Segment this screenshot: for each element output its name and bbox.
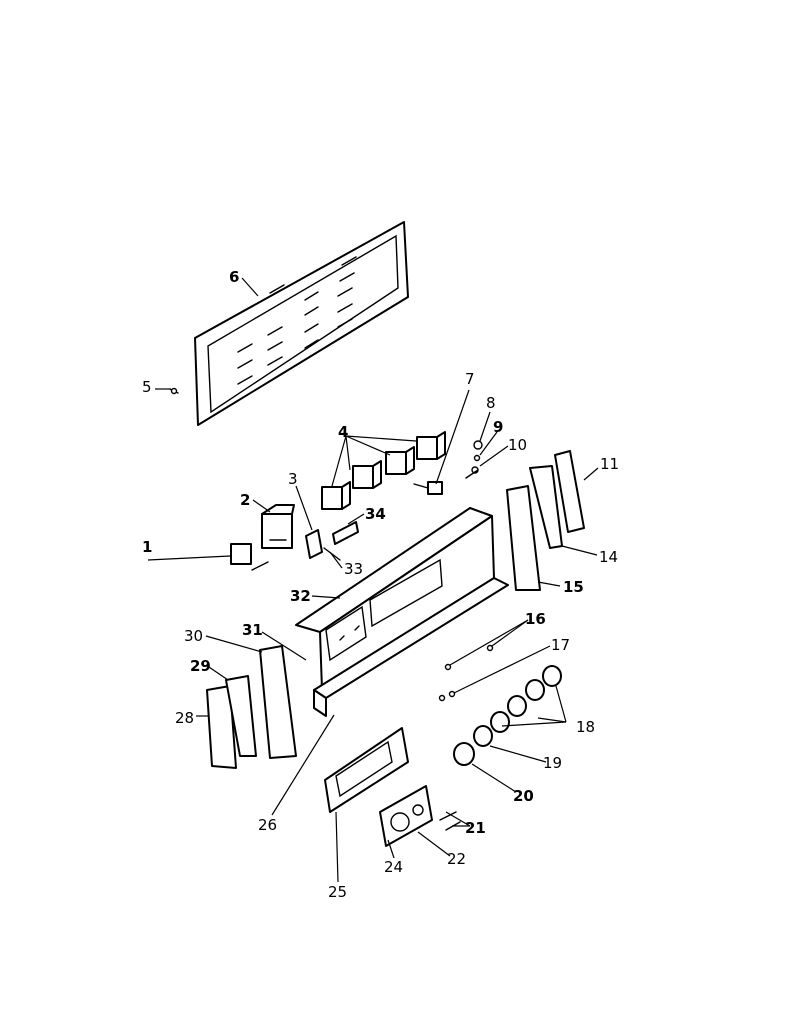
- callout-22: 22: [447, 850, 466, 868]
- callout-32: 32: [290, 587, 311, 605]
- screws-part-16-17: [438, 644, 494, 702]
- end-cap-right-parts-11-14-15: [506, 450, 585, 591]
- clock-bracket-part-25: [324, 727, 409, 813]
- callout-17: 17: [551, 636, 570, 654]
- callout-10: 10: [508, 436, 527, 454]
- callout-31: 31: [242, 621, 263, 639]
- callout-15: 15: [563, 578, 584, 596]
- bracket-part-33-34: [323, 521, 359, 561]
- callout-3: 3: [288, 470, 298, 488]
- rear-panel-part-6: [194, 221, 409, 426]
- screw-part-5: [169, 387, 179, 395]
- callout-7: 7: [465, 370, 475, 388]
- callout-18: 18: [576, 718, 595, 736]
- switch-part-4: [321, 431, 446, 510]
- callout-24: 24: [384, 858, 403, 876]
- callout-6: 6: [229, 268, 239, 286]
- fasteners-part-8-9-10: [465, 440, 483, 479]
- callout-26: 26: [258, 816, 277, 834]
- callout-25: 25: [328, 883, 347, 901]
- control-panel-part-32: [295, 507, 495, 691]
- switch-part-1: [230, 543, 269, 571]
- callout-labels: 1 2 3 4 5 6 7 8 9 10 11 14 15 16 17 18 1…: [142, 268, 619, 901]
- leader-lines: [147, 277, 599, 883]
- callout-1: 1: [142, 538, 152, 556]
- callout-21: 21: [465, 819, 486, 837]
- end-cap-left-parts-28-29-30: [206, 645, 297, 769]
- callout-4: 4: [338, 423, 348, 441]
- callout-14: 14: [599, 548, 618, 566]
- trim-strip-part-26: [313, 577, 509, 717]
- knobs-part-18-19-20: [453, 665, 562, 766]
- callout-8: 8: [486, 394, 496, 412]
- callout-20: 20: [513, 787, 534, 805]
- callout-29: 29: [190, 657, 211, 675]
- switch-block-part-2: [261, 504, 295, 549]
- rear-panel-slots: [237, 256, 357, 385]
- callout-11: 11: [600, 455, 619, 473]
- callout-33: 33: [344, 560, 363, 578]
- callout-34: 34: [365, 505, 386, 523]
- lamp-part-7: [413, 481, 443, 495]
- callout-28: 28: [175, 709, 194, 727]
- callout-5: 5: [142, 378, 152, 396]
- callout-30: 30: [184, 627, 203, 645]
- clock-assembly-parts-21-22-24: [379, 785, 461, 847]
- bracket-part-3: [305, 529, 323, 559]
- callout-16: 16: [525, 610, 546, 628]
- callout-19: 19: [543, 754, 562, 772]
- callout-9: 9: [493, 418, 503, 436]
- callout-2: 2: [240, 491, 250, 509]
